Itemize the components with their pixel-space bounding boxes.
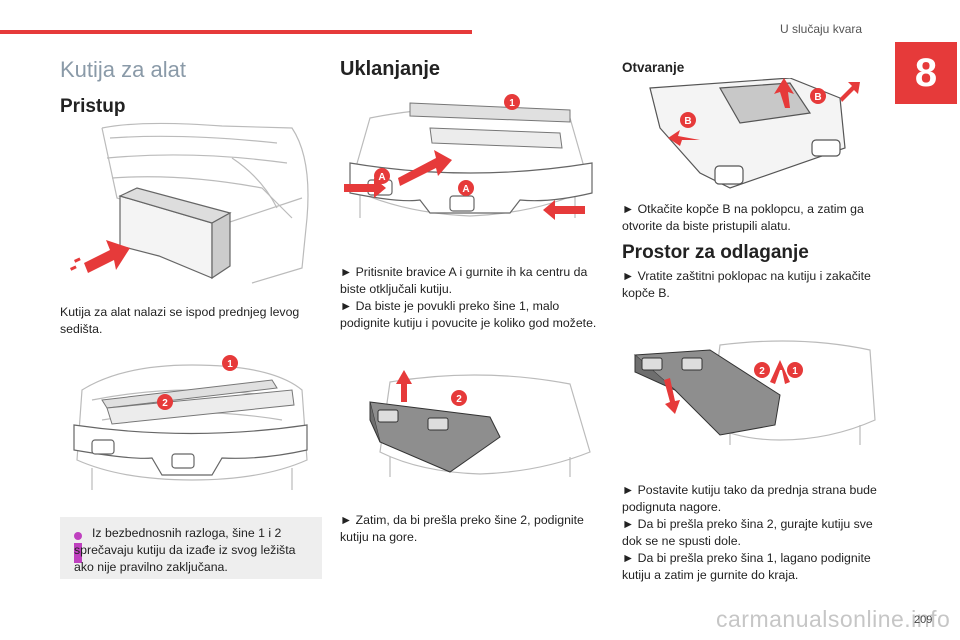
callout-b-left: B xyxy=(684,116,691,127)
callout-a-left: A xyxy=(378,172,385,183)
chapter-number-badge: 8 xyxy=(895,42,957,104)
figure-unlock-clips: 1 A A xyxy=(344,94,593,220)
callout-1: 1 xyxy=(227,359,233,370)
step-rail-2: ► Da bi prešla preko šina 2, gurajte kut… xyxy=(622,517,873,548)
info-text: Iz bezbednosnih razloga, šine 1 i 2 spre… xyxy=(74,526,296,574)
figure-lift-box: 2 xyxy=(369,370,591,477)
step-rail-1: ► Da bi prešla preko šina 1, lagano podi… xyxy=(622,551,871,582)
step-position: ► Postavite kutiju tako da prednja stran… xyxy=(622,483,877,514)
paragraph-unclip: ► Otkačite kopče B na poklopcu, a zatim … xyxy=(622,202,864,233)
heading-uklanjanje: Uklanjanje xyxy=(340,58,441,80)
figure-seat-access xyxy=(70,122,309,284)
page-number: 209 xyxy=(914,614,933,626)
page-title: Kutija za alat xyxy=(60,57,186,82)
callout-1: 1 xyxy=(792,366,798,377)
info-box: Iz bezbednosnih razloga, šine 1 i 2 spre… xyxy=(60,517,322,579)
paragraph-box-location: Kutija za alat nalazi se ispod prednjeg … xyxy=(60,305,300,336)
figure-reinsert-box: 2 1 xyxy=(633,340,876,445)
subtitle-otvaranje: Otvaranje xyxy=(622,60,685,75)
callout-1: 1 xyxy=(509,98,515,109)
paragraph-lift-up: ► Zatim, da bi prešla preko šine 2, podi… xyxy=(340,513,584,544)
heading-prostor-za-odlaganje: Prostor za odlaganje xyxy=(622,242,809,263)
callout-2: 2 xyxy=(162,398,168,409)
paragraph-reinsert-steps: ► Postavite kutiju tako da prednja stran… xyxy=(622,482,884,584)
callout-b-right: B xyxy=(814,92,821,103)
figure-open-box: B B xyxy=(649,78,860,189)
paragraph-reattach: ► Vratite zaštitni poklopac na kutiju i … xyxy=(622,269,871,300)
section-title: U slučaju kvara xyxy=(780,22,863,36)
figure-box-rails: 1 2 xyxy=(73,355,308,490)
callout-a-right: A xyxy=(462,184,469,195)
paragraph-remove-steps: ► Pritisnite bravice A i gurnite ih ka c… xyxy=(340,264,602,332)
callout-2: 2 xyxy=(759,366,765,377)
watermark: carmanualsonline.info xyxy=(716,606,951,632)
info-icon xyxy=(74,532,82,563)
top-accent-bar xyxy=(0,30,472,34)
step-pull: ► Da biste je povukli preko šine 1, malo… xyxy=(340,299,597,330)
callout-2: 2 xyxy=(456,394,462,405)
subtitle-pristup: Pristup xyxy=(60,96,126,117)
step-unlock: ► Pritisnite bravice A i gurnite ih ka c… xyxy=(340,265,588,296)
